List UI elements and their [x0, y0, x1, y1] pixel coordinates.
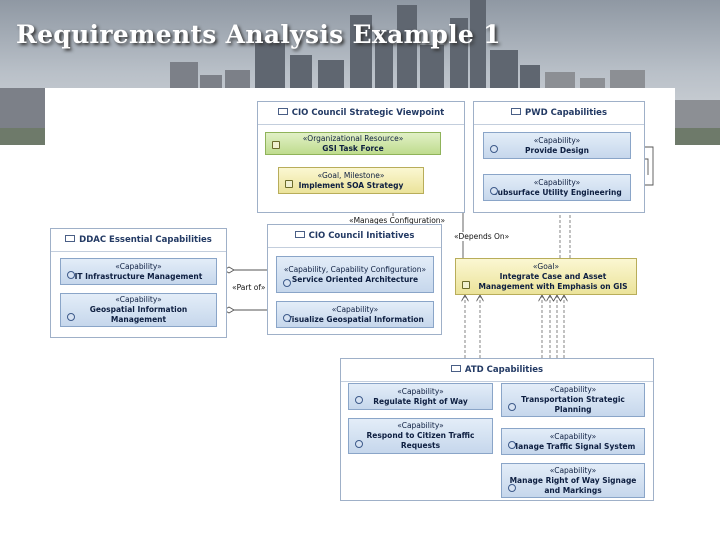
capability-icon — [508, 403, 516, 411]
diagram-canvas: CIO Council Strategic Viewpoint «Organiz… — [45, 88, 675, 508]
element-visualize-geospatial-information[interactable]: «Capability» Visualize Geospatial Inform… — [276, 301, 434, 328]
element-respond-citizen-traffic-requests[interactable]: «Capability» Respond to Citizen Traffic … — [348, 418, 493, 454]
package-icon — [294, 231, 305, 238]
element-name: Visualize Geospatial Information — [286, 314, 424, 324]
element-stereotype: «Capability» — [397, 386, 444, 396]
element-stereotype: «Capability» — [549, 431, 597, 441]
element-name: Provide Design — [525, 145, 589, 155]
element-integrate-case-asset-goal[interactable]: «Goal» Integrate Case and Asset Manageme… — [455, 258, 637, 295]
element-stereotype: «Goal» — [532, 261, 560, 271]
element-manage-traffic-signal-system[interactable]: «Capability» Manage Traffic Signal Syste… — [501, 428, 645, 455]
element-name: Regulate Right of Way — [373, 396, 468, 406]
element-name: Service Oriented Architecture — [291, 274, 419, 284]
capability-icon — [67, 313, 75, 321]
element-name: Integrate Case and Asset Management with… — [478, 271, 628, 291]
element-stereotype: «Organizational Resource» — [302, 133, 404, 143]
element-name: Manage Traffic Signal System — [510, 441, 636, 451]
capability-icon — [283, 279, 291, 287]
capability-icon — [355, 396, 363, 404]
capability-icon — [508, 484, 516, 492]
element-name: GSI Task Force — [322, 143, 384, 153]
element-transportation-strategic-planning[interactable]: «Capability» Transportation Strategic Pl… — [501, 383, 645, 417]
element-name: Subsurface Utility Engineering — [492, 187, 622, 197]
resource-icon — [272, 141, 280, 149]
package-title: PWD Capabilities — [524, 108, 608, 118]
element-stereotype: «Capability» — [533, 177, 581, 187]
capability-icon — [283, 314, 291, 322]
capability-icon — [67, 271, 75, 279]
label-part-of: «Part of» — [231, 283, 267, 292]
element-stereotype: «Capability» — [549, 385, 597, 394]
element-stereotype: «Capability» — [397, 421, 444, 430]
element-it-infrastructure-management[interactable]: «Capability» IT Infrastructure Managemen… — [60, 258, 217, 285]
package-icon — [510, 108, 521, 115]
element-stereotype: «Capability» — [549, 465, 597, 475]
package-title: CIO Council Strategic Viewpoint — [291, 108, 445, 118]
element-name: Transportation Strategic Planning — [521, 395, 625, 414]
element-name: Manage Right of Way Signage and Markings — [509, 475, 637, 495]
element-name: Respond to Citizen Traffic Requests — [366, 431, 475, 450]
element-stereotype: «Capability, Capability Configuration» — [283, 264, 427, 274]
element-geospatial-information-management[interactable]: «Capability» Geospatial Information Mana… — [60, 293, 217, 327]
label-manages-configuration: «Manages Configuration» — [348, 216, 447, 225]
element-stereotype: «Goal, Milestone» — [317, 170, 385, 180]
goal-icon — [285, 180, 293, 188]
element-service-oriented-architecture[interactable]: «Capability, Capability Configuration» S… — [276, 256, 434, 293]
package-title: CIO Council Initiatives — [308, 231, 415, 241]
package-icon — [277, 108, 288, 115]
package-title: ATD Capabilities — [464, 365, 544, 375]
package-cio-strategic-viewpoint[interactable]: CIO Council Strategic Viewpoint — [257, 101, 465, 213]
element-manage-row-signage-markings[interactable]: «Capability» Manage Right of Way Signage… — [501, 463, 645, 498]
slide-title: Requirements Analysis Example 1 — [16, 20, 501, 49]
label-depends-on: «Depends On» — [453, 232, 511, 241]
element-regulate-right-of-way[interactable]: «Capability» Regulate Right of Way — [348, 383, 493, 410]
capability-icon — [355, 440, 363, 448]
element-gsi-task-force[interactable]: «Organizational Resource» GSI Task Force — [265, 132, 441, 155]
goal-icon — [462, 281, 470, 289]
capability-icon — [490, 145, 498, 153]
element-name: Implement SOA Strategy — [298, 180, 404, 190]
package-title: DDAC Essential Capabilities — [79, 235, 212, 245]
element-provide-design[interactable]: «Capability» Provide Design — [483, 132, 631, 159]
element-subsurface-utility-engineering[interactable]: «Capability» Subsurface Utility Engineer… — [483, 174, 631, 201]
element-stereotype: «Capability» — [331, 304, 379, 314]
package-icon — [65, 235, 76, 242]
element-stereotype: «Capability» — [115, 295, 162, 304]
element-name: Geospatial Information Management — [89, 305, 188, 324]
package-icon — [450, 365, 461, 372]
capability-icon — [490, 187, 498, 195]
element-stereotype: «Capability» — [115, 261, 162, 271]
capability-icon — [508, 441, 516, 449]
element-name: IT Infrastructure Management — [74, 271, 203, 281]
element-implement-soa-strategy[interactable]: «Goal, Milestone» Implement SOA Strategy — [278, 167, 424, 194]
element-stereotype: «Capability» — [533, 135, 581, 145]
